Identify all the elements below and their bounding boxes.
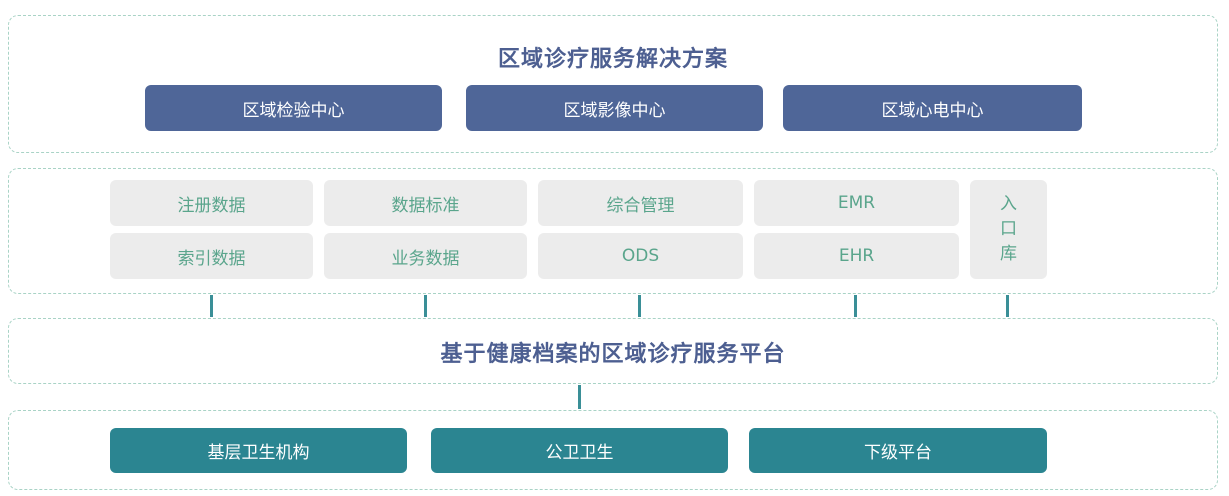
connector-line xyxy=(1006,295,1009,317)
data-cell-management: 综合管理 xyxy=(538,180,743,226)
sources-panel: 基层卫生机构 公卫卫生 下级平台 xyxy=(8,410,1218,490)
data-layer-panel: 注册数据 索引数据 数据标准 业务数据 综合管理 ODS EMR EHR 入 口… xyxy=(8,168,1218,294)
entry-library-char-3: 库 xyxy=(1000,244,1017,264)
data-cell-emr: EMR xyxy=(754,180,959,226)
connector-line xyxy=(854,295,857,317)
connector-line xyxy=(424,295,427,317)
data-cell-index: 索引数据 xyxy=(110,233,313,279)
entry-library-cell: 入 口 库 xyxy=(970,180,1047,279)
source-primary-care-button[interactable]: 基层卫生机构 xyxy=(110,428,407,473)
connector-line xyxy=(210,295,213,317)
data-cell-ods: ODS xyxy=(538,233,743,279)
data-cell-registration: 注册数据 xyxy=(110,180,313,226)
platform-panel: 基于健康档案的区域诊疗服务平台 xyxy=(8,318,1218,384)
solutions-title: 区域诊疗服务解决方案 xyxy=(497,47,728,72)
data-cell-ehr: EHR xyxy=(754,233,959,279)
source-public-health-button[interactable]: 公卫卫生 xyxy=(431,428,728,473)
center-lab-button[interactable]: 区域检验中心 xyxy=(145,85,442,131)
data-cell-standard: 数据标准 xyxy=(324,180,527,226)
entry-library-char-2: 口 xyxy=(1000,219,1017,239)
platform-title: 基于健康档案的区域诊疗服务平台 xyxy=(440,342,786,367)
connector-line xyxy=(578,385,581,409)
entry-library-char-1: 入 xyxy=(1000,194,1017,214)
data-cell-business: 业务数据 xyxy=(324,233,527,279)
source-subplatform-button[interactable]: 下级平台 xyxy=(749,428,1047,473)
center-imaging-button[interactable]: 区域影像中心 xyxy=(466,85,763,131)
center-ecg-button[interactable]: 区域心电中心 xyxy=(783,85,1082,131)
solutions-panel: 区域诊疗服务解决方案 区域检验中心 区域影像中心 区域心电中心 xyxy=(8,15,1218,153)
connector-line xyxy=(638,295,641,317)
